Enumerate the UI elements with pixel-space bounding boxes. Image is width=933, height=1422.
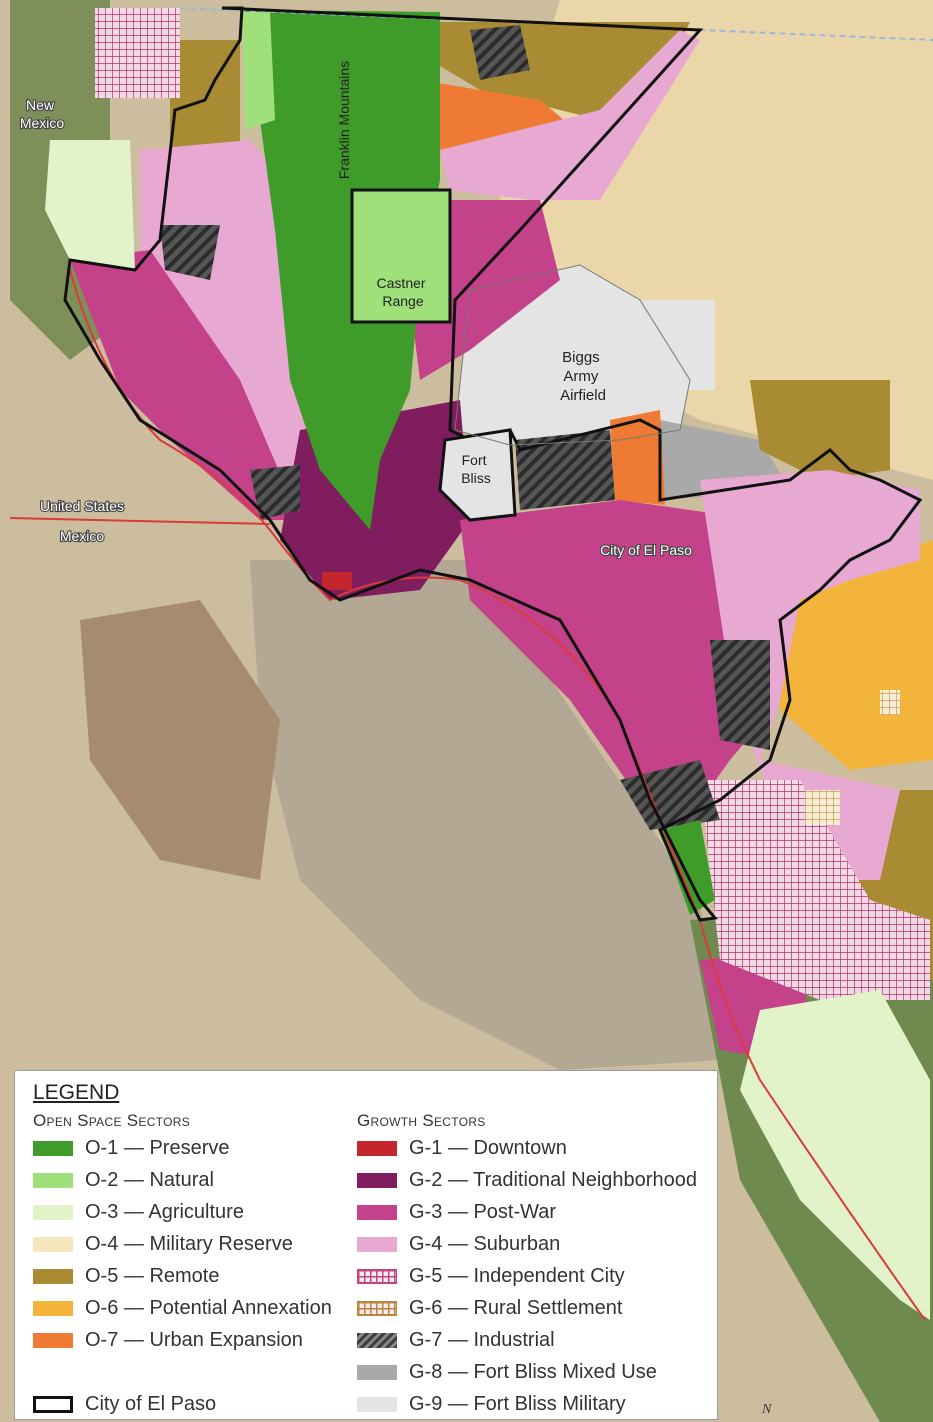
sector-industrial-riverside bbox=[250, 465, 300, 520]
label-united-states: United States bbox=[40, 498, 124, 514]
swatch-g7 bbox=[357, 1332, 397, 1348]
sector-urban-expansion-east bbox=[610, 410, 665, 505]
legend-item-o3: O-3 — Agriculture bbox=[33, 1199, 244, 1225]
swatch-g8 bbox=[357, 1364, 397, 1380]
sector-preserve-river bbox=[660, 820, 715, 915]
juarez-urban-area bbox=[250, 560, 720, 1070]
legend-item-o7: O-7 — Urban Expansion bbox=[33, 1327, 303, 1353]
legend-item-g1: G-1 — Downtown bbox=[357, 1135, 567, 1161]
sector-independent-city-north bbox=[95, 8, 180, 98]
label-fort-bliss: Fort Bliss bbox=[461, 452, 491, 486]
legend-item-g3: G-3 — Post-War bbox=[357, 1199, 556, 1225]
legend-item-o1: O-1 — Preserve bbox=[33, 1135, 229, 1161]
legend-title: LEGEND bbox=[33, 1081, 120, 1104]
legend-item-g7: G-7 — Industrial bbox=[357, 1327, 555, 1353]
swatch-city-boundary bbox=[33, 1395, 73, 1413]
open-space-heading: Open Space Sectors bbox=[33, 1111, 190, 1130]
label-mexico: Mexico bbox=[60, 528, 105, 544]
fort-bliss-boundary bbox=[438, 428, 517, 522]
swatch-g2 bbox=[357, 1172, 397, 1188]
biggs-airfield-outline bbox=[454, 264, 691, 446]
swatch-g3 bbox=[357, 1204, 397, 1220]
swatch-g1 bbox=[357, 1140, 397, 1156]
swatch-o1 bbox=[33, 1140, 73, 1156]
castner-range-boundary bbox=[350, 188, 452, 324]
sector-suburban-east bbox=[700, 470, 920, 880]
sector-natural-north bbox=[242, 12, 275, 130]
international-border bbox=[9, 517, 271, 525]
legend-item-o2: O-2 — Natural bbox=[33, 1167, 214, 1193]
growth-heading: Growth Sectors bbox=[357, 1111, 486, 1130]
sector-industrial-north bbox=[470, 25, 530, 80]
map-legend: LEGEND Open Space Sectors Growth Sectors… bbox=[14, 1070, 718, 1420]
mountains-south bbox=[80, 600, 280, 880]
legend-item-o5: O-5 — Remote bbox=[33, 1263, 219, 1289]
swatch-o5 bbox=[33, 1268, 73, 1284]
sector-industrial-central bbox=[515, 430, 615, 510]
label-castner-range: Castner Range bbox=[377, 275, 430, 309]
swatch-o4 bbox=[33, 1236, 73, 1252]
city-of-el-paso-boundary bbox=[63, 6, 923, 922]
legend-item-g2: G-2 — Traditional Neighborhood bbox=[357, 1167, 697, 1193]
sector-post-war-west bbox=[70, 250, 300, 520]
swatch-o2 bbox=[33, 1172, 73, 1188]
legend-item-o4: O-4 — Military Reserve bbox=[33, 1231, 293, 1257]
legend-item-g9: G-9 — Fort Bliss Military bbox=[357, 1391, 626, 1417]
swatch-g5 bbox=[357, 1268, 397, 1284]
sector-post-war-east bbox=[460, 500, 780, 830]
sector-agriculture-north bbox=[45, 140, 135, 270]
swatch-o7 bbox=[33, 1332, 73, 1348]
label-franklin-mountains: Franklin Mountains bbox=[336, 61, 352, 179]
rio-grande-border bbox=[69, 269, 926, 1321]
sector-natural-castner-range bbox=[352, 190, 450, 322]
sector-independent-city-southeast bbox=[700, 780, 930, 1000]
legend-item-g5: G-5 — Independent City bbox=[357, 1263, 625, 1289]
swatch-g4 bbox=[357, 1236, 397, 1252]
sector-rural-settlement-2 bbox=[880, 690, 900, 715]
legend-item-o6: O-6 — Potential Annexation bbox=[33, 1295, 332, 1321]
legend-item-city-boundary: City of El Paso bbox=[33, 1391, 216, 1417]
sector-suburban-north bbox=[440, 30, 700, 200]
swatch-g9 bbox=[357, 1396, 397, 1412]
legend-item-g6: G-6 — Rural Settlement bbox=[357, 1295, 622, 1321]
sector-agriculture-southeast bbox=[740, 990, 930, 1320]
north-arrow-label: N bbox=[762, 1402, 772, 1417]
sector-preserve-franklin-mountains bbox=[245, 10, 440, 530]
sector-industrial-east bbox=[710, 640, 770, 750]
label-biggs-army-airfield: Biggs Army Airfield bbox=[560, 349, 606, 404]
legend-item-g8: G-8 — Fort Bliss Mixed Use bbox=[357, 1359, 657, 1385]
swatch-o6 bbox=[33, 1300, 73, 1316]
swatch-g6 bbox=[357, 1300, 397, 1316]
swatch-o3 bbox=[33, 1204, 73, 1220]
legend-item-g4: G-4 — Suburban bbox=[357, 1231, 560, 1257]
sector-military-parcel bbox=[640, 300, 715, 390]
sector-industrial-west bbox=[160, 225, 220, 280]
sector-remote-east bbox=[750, 380, 890, 480]
sector-rural-settlement-1 bbox=[805, 790, 840, 825]
label-new-mexico: New Mexico bbox=[20, 97, 65, 131]
sector-downtown bbox=[322, 572, 352, 590]
label-city-of-el-paso: City of El Paso bbox=[600, 542, 692, 558]
